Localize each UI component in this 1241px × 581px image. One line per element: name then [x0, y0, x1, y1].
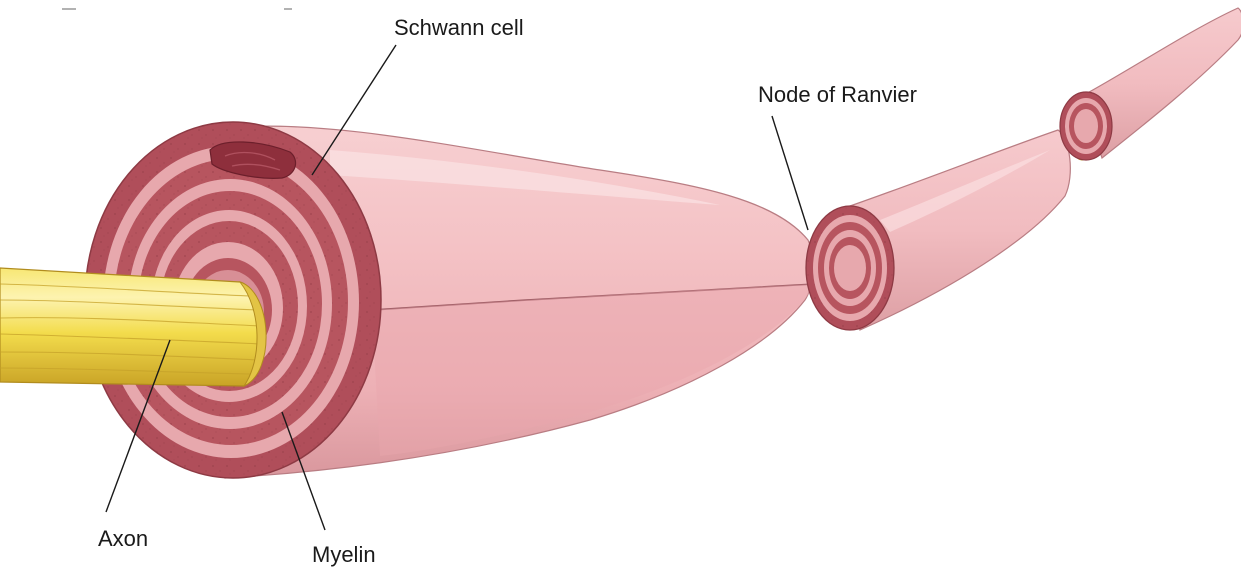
third-internode: [1060, 8, 1241, 160]
third-cross-section: [1060, 92, 1112, 160]
second-internode: [806, 130, 1070, 330]
node-of-ranvier-label: Node of Ranvier: [758, 84, 917, 106]
schwann-cell-label: Schwann cell: [394, 17, 524, 39]
node-of-ranvier-leader-line: [772, 116, 808, 230]
myelin-label: Myelin: [312, 544, 376, 566]
axon-label: Axon: [98, 528, 148, 550]
sheath-lower-shadow: [372, 284, 815, 456]
axon: [0, 268, 266, 386]
second-cross-section: [806, 206, 894, 330]
